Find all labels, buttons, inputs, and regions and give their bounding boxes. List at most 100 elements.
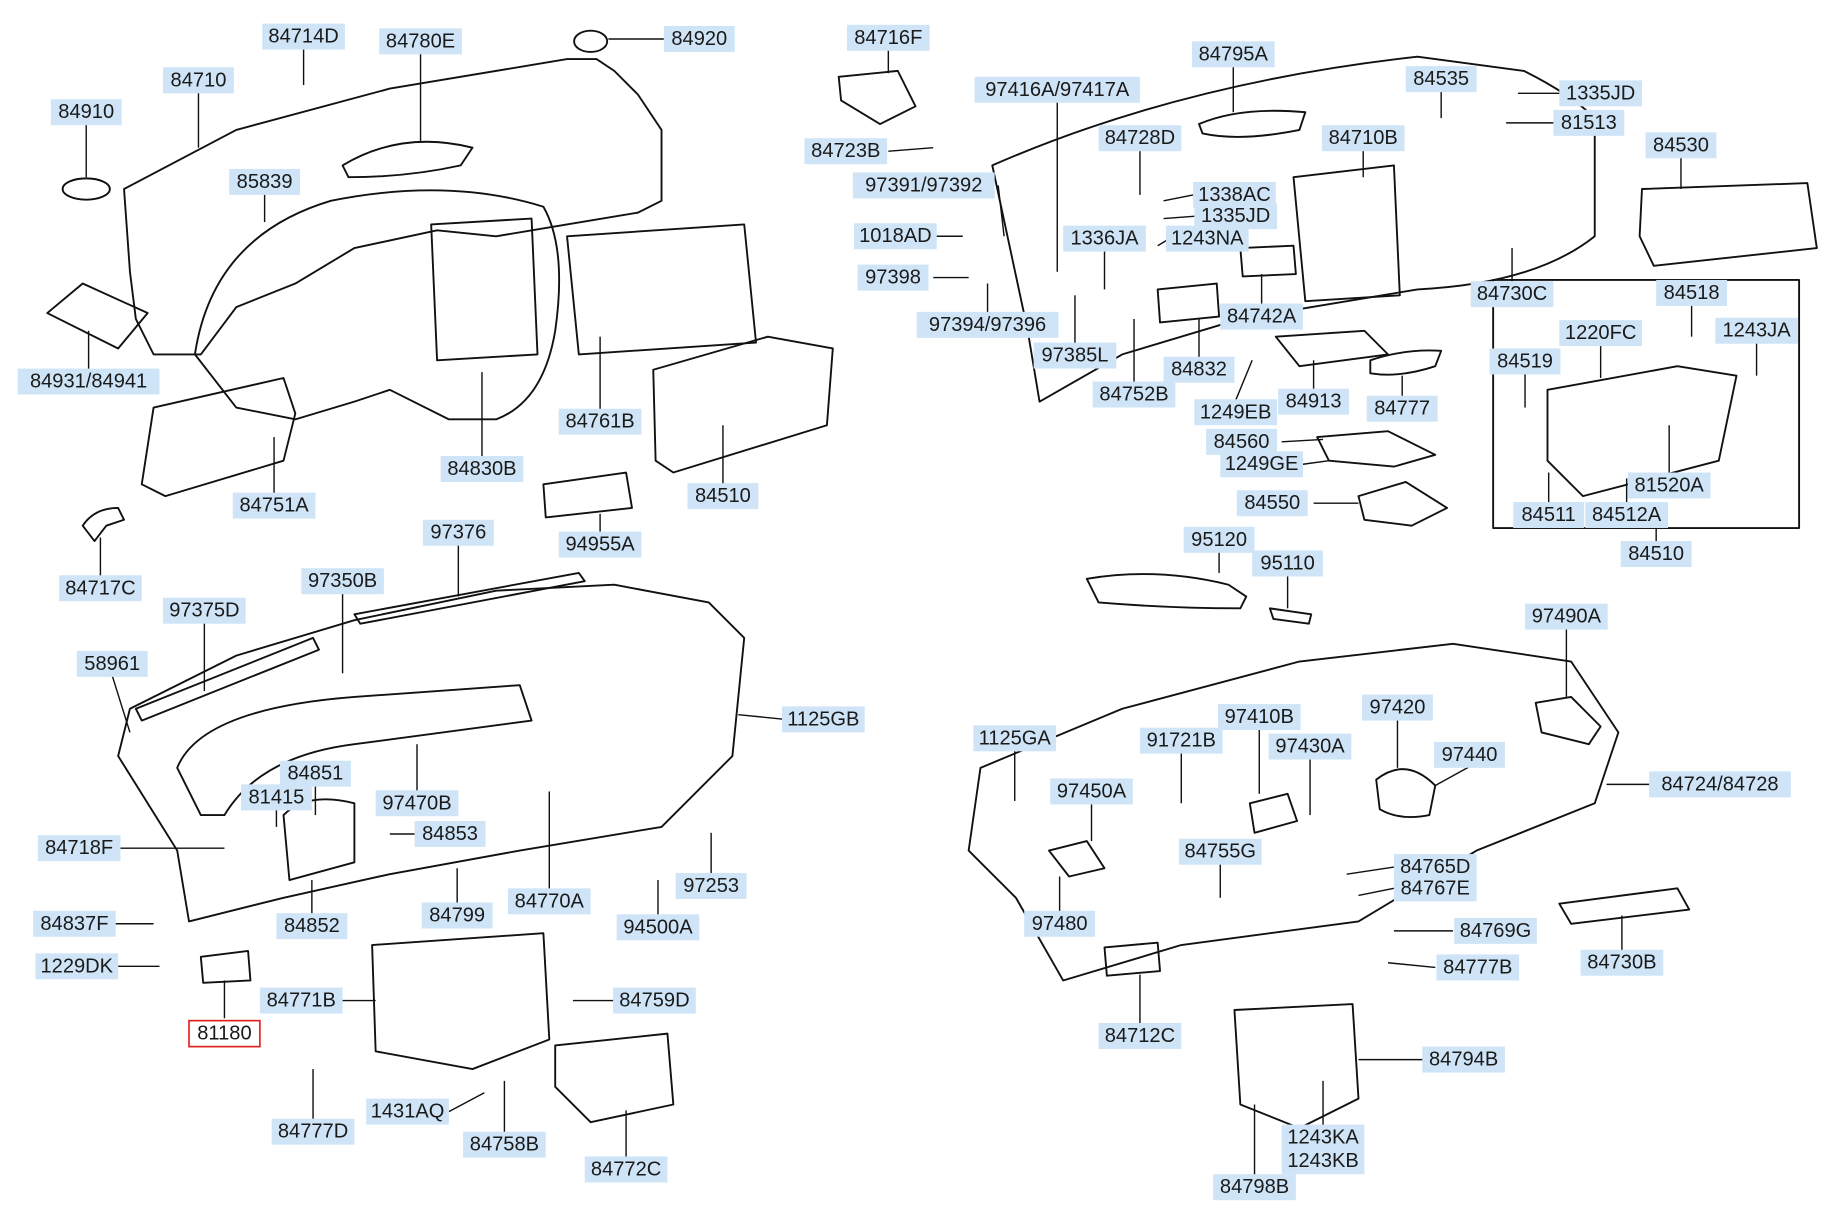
- part-label-81513[interactable]: 81513: [1553, 109, 1625, 136]
- part-label-84724-84728[interactable]: 84724/84728: [1649, 771, 1791, 798]
- part-label-84712c[interactable]: 84712C: [1098, 1022, 1182, 1049]
- part-label-84832[interactable]: 84832: [1163, 356, 1235, 383]
- part-label-84518[interactable]: 84518: [1656, 279, 1728, 306]
- crash-pad-upper: [123, 58, 663, 356]
- part-label-84771b[interactable]: 84771B: [259, 987, 343, 1014]
- part-label-84730b[interactable]: 84730B: [1580, 949, 1664, 976]
- part-label-84795a[interactable]: 84795A: [1191, 41, 1275, 68]
- part-label-1243na[interactable]: 1243NA: [1165, 225, 1249, 252]
- part-label-84511[interactable]: 84511: [1513, 502, 1585, 529]
- part-label-84728d[interactable]: 84728D: [1098, 125, 1182, 152]
- part-label-97420[interactable]: 97420: [1362, 694, 1433, 721]
- part-label-84837f[interactable]: 84837F: [33, 910, 116, 937]
- part-label-84780e[interactable]: 84780E: [379, 28, 462, 55]
- part-label-84913[interactable]: 84913: [1278, 388, 1350, 415]
- part-label-1125ga[interactable]: 1125GA: [973, 725, 1057, 752]
- part-label-84758b[interactable]: 84758B: [463, 1131, 546, 1158]
- part-label-84716f[interactable]: 84716F: [846, 24, 930, 51]
- part-label-84777[interactable]: 84777: [1366, 395, 1438, 422]
- part-label-97398[interactable]: 97398: [857, 264, 929, 291]
- part-label-1249eb[interactable]: 1249EB: [1194, 399, 1277, 426]
- part-label-81415[interactable]: 81415: [240, 784, 312, 811]
- part-label-97480[interactable]: 97480: [1024, 910, 1096, 937]
- part-label-97416a-97417a[interactable]: 97416A/97417A: [974, 76, 1140, 103]
- part-label-1338ac[interactable]: 1338AC: [1193, 181, 1276, 208]
- part-label-84519[interactable]: 84519: [1489, 348, 1561, 375]
- part-label-84550[interactable]: 84550: [1236, 490, 1308, 517]
- part-label-94500a[interactable]: 94500A: [616, 914, 700, 941]
- part-label-84759d[interactable]: 84759D: [613, 987, 696, 1014]
- part-label-81520a[interactable]: 81520A: [1627, 472, 1711, 499]
- part-label-84535[interactable]: 84535: [1405, 66, 1477, 93]
- part-label-97440[interactable]: 97440: [1434, 741, 1505, 768]
- part-label-94955a[interactable]: 94955A: [558, 531, 642, 558]
- part-label-84852[interactable]: 84852: [276, 913, 348, 940]
- part-label-97253[interactable]: 97253: [675, 872, 747, 899]
- part-label-84730c[interactable]: 84730C: [1470, 281, 1554, 308]
- part-label-84717c[interactable]: 84717C: [59, 575, 142, 602]
- part-label-1243ja[interactable]: 1243JA: [1715, 317, 1798, 344]
- part-label-84723b[interactable]: 84723B: [804, 138, 888, 165]
- part-label-97430a[interactable]: 97430A: [1268, 733, 1352, 760]
- part-label-58961[interactable]: 58961: [76, 650, 148, 677]
- part-label-84798b[interactable]: 84798B: [1213, 1174, 1296, 1201]
- part-label-1243ka[interactable]: 1243KA: [1281, 1124, 1365, 1151]
- part-label-1229dk[interactable]: 1229DK: [35, 953, 119, 980]
- part-label-95120[interactable]: 95120: [1183, 526, 1255, 553]
- part-label-84710[interactable]: 84710: [163, 67, 234, 94]
- part-label-97394-97396[interactable]: 97394/97396: [916, 311, 1059, 338]
- part-label-84710b[interactable]: 84710B: [1321, 125, 1405, 152]
- part-label-84530[interactable]: 84530: [1645, 132, 1717, 159]
- part-label-97350b[interactable]: 97350B: [301, 568, 384, 595]
- part-label-84799[interactable]: 84799: [421, 902, 493, 929]
- part-label-84751a[interactable]: 84751A: [232, 492, 316, 519]
- part-label-84510[interactable]: 84510: [1620, 541, 1692, 568]
- label-background: [1165, 225, 1249, 252]
- part-label-1220fc[interactable]: 1220FC: [1559, 320, 1642, 347]
- part-label-97490a[interactable]: 97490A: [1525, 603, 1608, 630]
- part-label-1335jd[interactable]: 1335JD: [1559, 80, 1642, 107]
- part-label-84910[interactable]: 84910: [50, 99, 122, 126]
- part-label-97385l[interactable]: 97385L: [1033, 342, 1117, 369]
- part-label-85839[interactable]: 85839: [229, 168, 301, 195]
- part-label-84853[interactable]: 84853: [414, 820, 486, 847]
- part-label-84767e[interactable]: 84767E: [1393, 875, 1477, 902]
- part-label-84770a[interactable]: 84770A: [507, 888, 591, 915]
- part-label-1431aq[interactable]: 1431AQ: [366, 1098, 449, 1125]
- part-label-97376[interactable]: 97376: [422, 519, 494, 546]
- part-label-84931-84941[interactable]: 84931/84941: [17, 368, 160, 395]
- part-label-84777b[interactable]: 84777B: [1436, 954, 1520, 981]
- part-label-84560[interactable]: 84560: [1206, 428, 1277, 455]
- part-label-84794b[interactable]: 84794B: [1422, 1046, 1505, 1073]
- part-label-84755g[interactable]: 84755G: [1178, 838, 1262, 865]
- part-label-84769g[interactable]: 84769G: [1454, 917, 1537, 944]
- part-label-84920[interactable]: 84920: [663, 25, 735, 52]
- part-label-1125gb[interactable]: 1125GB: [782, 706, 865, 733]
- part-label-97450a[interactable]: 97450A: [1050, 778, 1133, 805]
- part-label-97391-97392[interactable]: 97391/97392: [852, 172, 995, 199]
- part-label-1243kb[interactable]: 1243KB: [1281, 1148, 1365, 1175]
- part-label-97470b[interactable]: 97470B: [375, 790, 459, 817]
- part-label-84752b[interactable]: 84752B: [1092, 381, 1176, 408]
- part-label-84761b[interactable]: 84761B: [558, 408, 642, 435]
- part-label-81180[interactable]: 81180: [188, 1019, 261, 1048]
- part-label-84510[interactable]: 84510: [687, 483, 759, 510]
- part-label-84742a[interactable]: 84742A: [1220, 303, 1303, 330]
- part-label-84777d[interactable]: 84777D: [271, 1118, 355, 1145]
- part-label-84714d[interactable]: 84714D: [262, 23, 345, 50]
- part-label-1335jd[interactable]: 1335JD: [1194, 203, 1277, 230]
- part-number: 84910: [58, 101, 114, 123]
- part-label-95110[interactable]: 95110: [1252, 550, 1324, 577]
- label-background: [1098, 125, 1182, 152]
- part-label-84512a[interactable]: 84512A: [1585, 502, 1668, 529]
- part-label-97410b[interactable]: 97410B: [1217, 704, 1301, 731]
- part-label-84772c[interactable]: 84772C: [584, 1156, 668, 1183]
- part-label-1018ad[interactable]: 1018AD: [854, 223, 937, 250]
- part-label-84718f[interactable]: 84718F: [37, 835, 121, 862]
- part-label-91721b[interactable]: 91721B: [1139, 727, 1223, 754]
- part-label-84830b[interactable]: 84830B: [440, 455, 524, 482]
- part-label-97375d[interactable]: 97375D: [163, 597, 246, 624]
- part-label-84851[interactable]: 84851: [279, 760, 351, 787]
- part-label-1249ge[interactable]: 1249GE: [1220, 451, 1303, 478]
- part-label-1336ja[interactable]: 1336JA: [1063, 225, 1146, 252]
